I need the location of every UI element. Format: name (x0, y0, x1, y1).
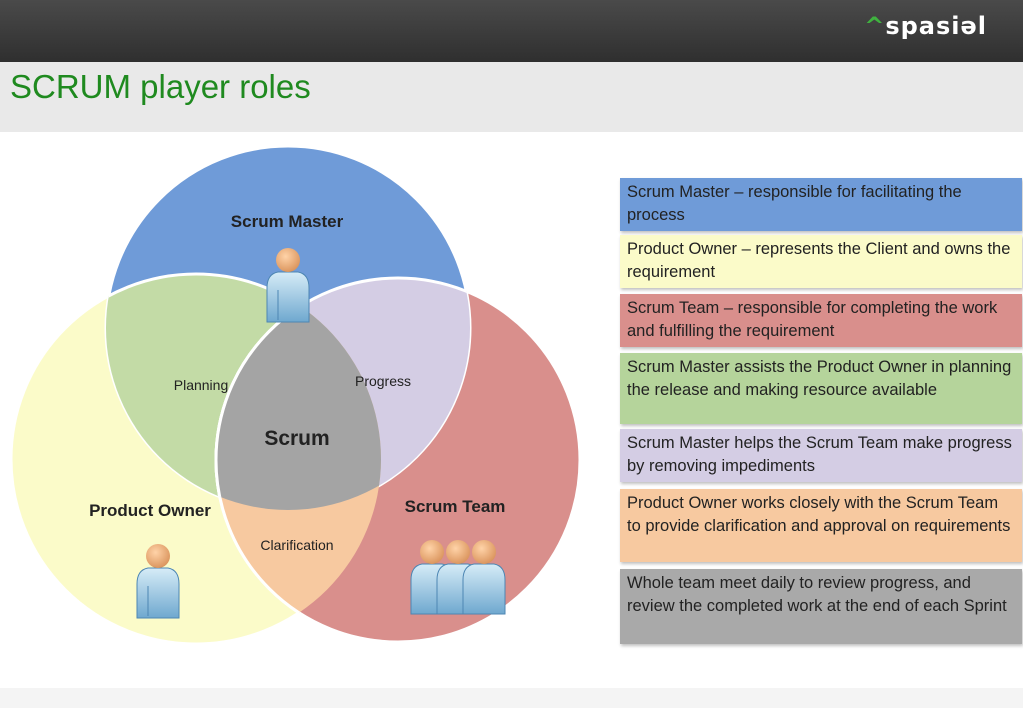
desc-scrum-master: Scrum Master – responsible for facilitat… (620, 178, 1022, 231)
planning-label: Planning (174, 377, 229, 393)
page-title: SCRUM player roles (10, 68, 311, 105)
venn-diagram: Scrum Master Product Owner Scrum Team Pl… (9, 144, 582, 646)
top-bar: ^spasiəl (0, 0, 1023, 62)
product-owner-label: Product Owner (89, 501, 211, 520)
logo-mark: ^ (864, 12, 886, 40)
scrum-master-person-icon (266, 248, 310, 323)
scrum-label: Scrum (264, 427, 329, 450)
desc-clarification: Product Owner works closely with the Scr… (620, 489, 1022, 562)
desc-planning: Scrum Master assists the Product Owner i… (620, 353, 1022, 424)
desc-progress: Scrum Master helps the Scrum Team make p… (620, 429, 1022, 482)
clarification-label: Clarification (260, 537, 333, 553)
bottom-strip (0, 688, 1023, 708)
scrum-team-group-icon (410, 540, 506, 615)
title-bar: SCRUM player roles (0, 62, 1023, 132)
desc-product-owner: Product Owner – represents the Client an… (620, 235, 1022, 288)
desc-scrum-team: Scrum Team – responsible for completing … (620, 294, 1022, 347)
desc-daily-meeting: Whole team meet daily to review progress… (620, 569, 1022, 644)
company-logo: ^spasiəl (864, 12, 987, 40)
scrum-master-label: Scrum Master (231, 212, 344, 231)
product-owner-person-icon (136, 544, 180, 619)
progress-label: Progress (355, 373, 411, 389)
logo-text: spasiəl (885, 12, 987, 40)
scrum-team-label: Scrum Team (405, 497, 506, 516)
scrum-center-overlap (214, 276, 381, 510)
